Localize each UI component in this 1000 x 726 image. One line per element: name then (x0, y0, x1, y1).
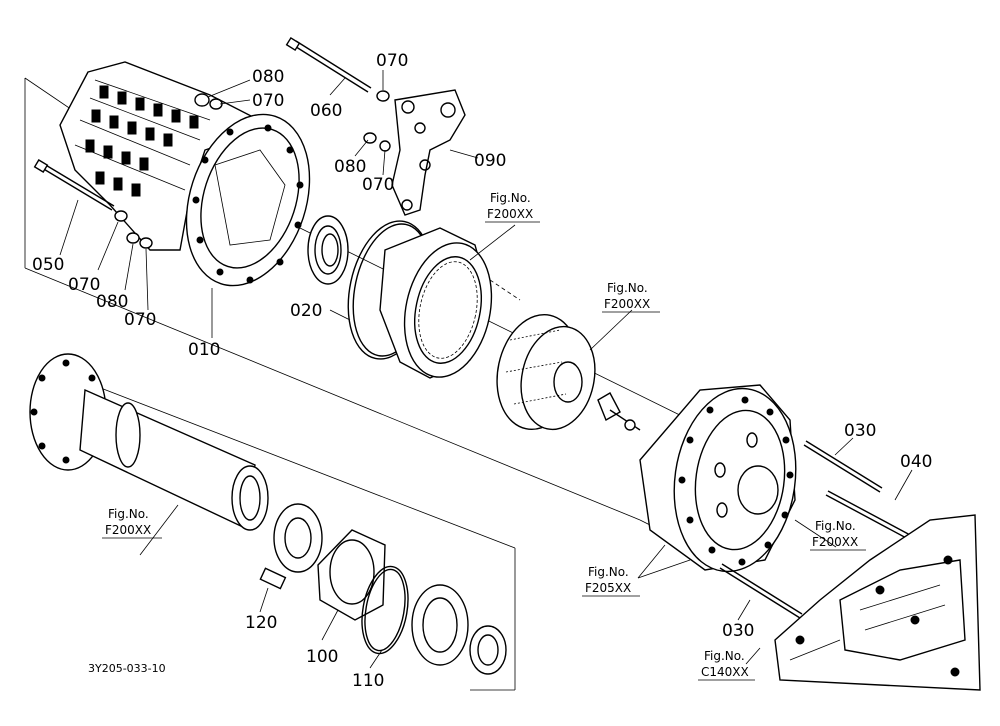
fig-ref-c140xx: Fig.No. C140XX (698, 649, 755, 681)
studs (719, 440, 913, 619)
assembly-center-lines (24, 77, 721, 691)
part-label-080: 080 (96, 292, 128, 312)
axle-shaft (29, 353, 269, 531)
svg-text:Fig.No.: Fig.No. (490, 191, 531, 205)
svg-text:F200XX: F200XX (487, 207, 533, 221)
svg-text:Fig.No.: Fig.No. (588, 565, 629, 579)
fig-ref-f200xx: Fig.No. F200XX (810, 519, 866, 551)
part-label-020: 020 (290, 301, 322, 321)
part-label-010: 010 (188, 340, 220, 360)
svg-text:Fig.No.: Fig.No. (607, 281, 648, 295)
part-label-060: 060 (310, 101, 342, 121)
part-labels: 080 070 070 060 080 070 090 050 070 080 … (32, 51, 932, 691)
fig-ref-f200xx: Fig.No. F200XX (102, 507, 162, 539)
svg-text:F205XX: F205XX (585, 581, 631, 595)
svg-text:Fig.No.: Fig.No. (704, 649, 745, 663)
part-label-070: 070 (362, 175, 394, 195)
part-label-090: 090 (474, 151, 506, 171)
figure-refs: Fig.No. F200XX Fig.No. F200XX Fig.No. F2… (102, 191, 866, 681)
planetary-carrier (496, 313, 641, 431)
fig-ref-f205xx: Fig.No. F205XX (582, 565, 640, 597)
bolt-050 (33, 159, 115, 211)
transmission-case (774, 514, 981, 691)
ring-gear (379, 227, 493, 379)
part-label-030: 030 (722, 621, 754, 641)
part-label-080: 080 (334, 157, 366, 177)
svg-text:Fig.No.: Fig.No. (815, 519, 856, 533)
part-label-110: 110 (352, 671, 384, 691)
svg-text:C140XX: C140XX (701, 665, 749, 679)
bracket-090 (391, 89, 466, 216)
part-label-070: 070 (68, 275, 100, 295)
svg-text:F200XX: F200XX (812, 535, 858, 549)
svg-text:F200XX: F200XX (105, 523, 151, 537)
part-label-040: 040 (900, 452, 932, 472)
part-label-120: 120 (245, 613, 277, 633)
part-label-070: 070 (124, 310, 156, 330)
part-label-050: 050 (32, 255, 64, 275)
fig-ref-f200xx: Fig.No. F200XX (602, 281, 660, 313)
nuts-left (114, 210, 153, 249)
nuts-top (194, 90, 391, 152)
part-label-070: 070 (252, 91, 284, 111)
bolt-060 (285, 36, 372, 93)
svg-text:F200XX: F200XX (604, 297, 650, 311)
bearing-upper (307, 215, 349, 285)
hub-housing (639, 384, 797, 573)
drawing-reference: 3Y205-033-10 (88, 662, 166, 675)
part-label-100: 100 (306, 647, 338, 667)
lower-components (259, 503, 507, 675)
part-label-080: 080 (252, 67, 284, 87)
part-label-070: 070 (376, 51, 408, 71)
part-label-030: 030 (844, 421, 876, 441)
fig-ref-f200xx: Fig.No. F200XX (485, 191, 540, 223)
svg-text:Fig.No.: Fig.No. (108, 507, 149, 521)
leader-lines (59, 70, 913, 669)
